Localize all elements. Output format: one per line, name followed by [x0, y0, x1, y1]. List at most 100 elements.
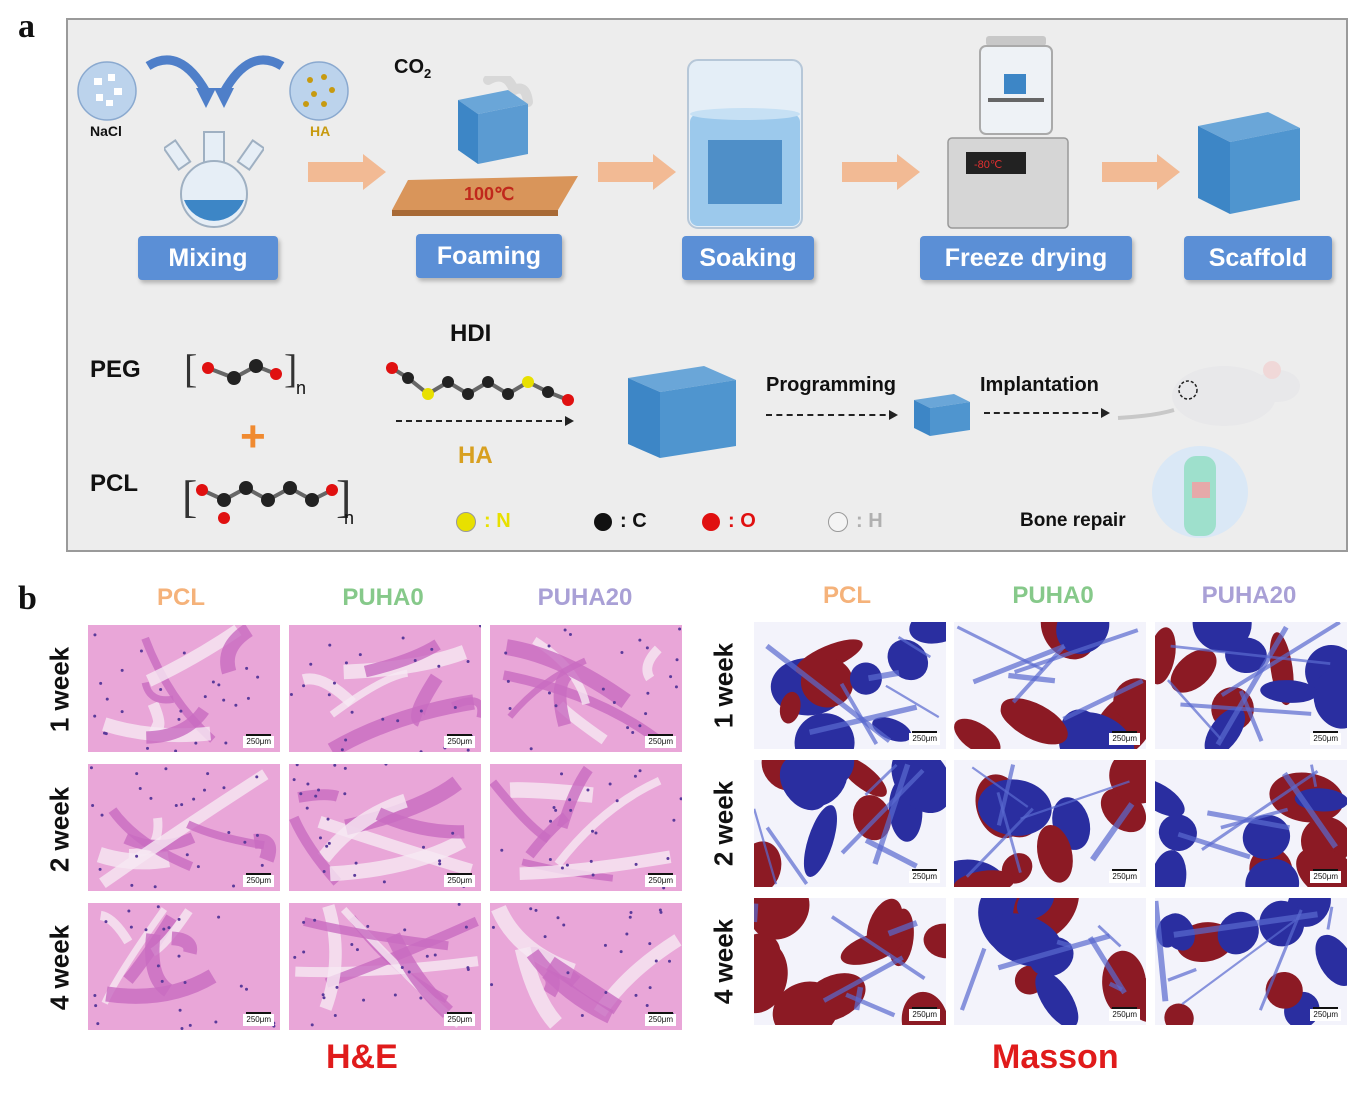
flow-arrow-1 [308, 154, 386, 190]
masson-col-head-puha20: PUHA20 [1201, 582, 1297, 609]
scale-bar: 250μm [444, 1012, 475, 1026]
ha-reagent-label: HA [310, 123, 331, 139]
plus-sign: + [240, 412, 266, 461]
svg-text:[: [ [182, 471, 197, 522]
masson-row-head-2-week: 2 week [708, 780, 739, 867]
programming-label: Programming [766, 374, 897, 396]
masson-image-puha20-4-week: 250μm [1155, 898, 1347, 1025]
hdi-label: HDI [450, 320, 492, 347]
he-image-pcl-2-week: 250μm [88, 764, 280, 891]
masson-image-pcl-1-week: 250μm [754, 622, 946, 749]
ha-particles-icon [289, 61, 349, 121]
step-label-foaming: Foaming [416, 234, 562, 278]
he-col-head-puha20: PUHA20 [537, 584, 633, 611]
he-image-puha20-1-week: 250μm [490, 625, 682, 752]
flask-icon [164, 131, 264, 228]
scale-bar: 250μm [1310, 1007, 1341, 1021]
implantation-label: Implantation [980, 374, 1099, 396]
he-stain-title: H&E [326, 1038, 398, 1076]
masson-image-puha20-2-week: 250μm [1155, 760, 1347, 887]
flow-arrow-4 [1102, 154, 1180, 190]
atom-legend: : N : C : O : H [456, 510, 926, 540]
scaffold-compressed-icon [914, 394, 970, 436]
step-label-scaffold: Scaffold [1184, 236, 1332, 280]
ha-additive-label: HA [458, 442, 493, 469]
scale-bar: 250μm [243, 1012, 274, 1026]
freeze-dryer-icon: -80℃ [947, 36, 1069, 229]
scale-bar: 250μm [444, 873, 475, 887]
hdi-reaction-arrow [396, 416, 574, 426]
legend-label-h: : H [856, 510, 883, 532]
he-image-puha0-1-week: 250μm [289, 625, 481, 752]
masson-image-pcl-2-week: 250μm [754, 760, 946, 887]
he-image-pcl-1-week: 250μm [88, 625, 280, 752]
he-image-puha0-2-week: 250μm [289, 764, 481, 891]
he-image-puha20-4-week: 250μm [490, 903, 682, 1030]
scale-bar: 250μm [645, 1012, 676, 1026]
masson-image-puha20-1-week: 250μm [1155, 622, 1347, 749]
svg-text:[: [ [184, 346, 197, 391]
pcl-label: PCL [90, 470, 138, 497]
scale-bar: 250μm [1310, 731, 1341, 745]
legend-item-o: : O [702, 510, 756, 533]
flow-arrow-2 [598, 154, 676, 190]
legend-item-n: : N [456, 510, 511, 533]
masson-row-head-4-week: 4 week [708, 918, 739, 1005]
peg-label: PEG [90, 356, 141, 383]
masson-image-puha0-1-week: 250μm [954, 622, 1146, 749]
implantation-arrow [984, 408, 1110, 418]
masson-stain-title: Masson [992, 1038, 1119, 1076]
programming-arrow [766, 410, 898, 420]
he-image-pcl-4-week: 250μm [88, 903, 280, 1030]
scale-bar: 250μm [1109, 1007, 1140, 1021]
nacl-label: NaCl [90, 123, 122, 139]
pcl-molecule-icon: [ ] [182, 471, 351, 524]
scale-bar: 250μm [645, 873, 676, 887]
scale-bar: 250μm [444, 734, 475, 748]
bone-repair-label: Bone repair [1020, 510, 1126, 531]
panel-a-letter: a [18, 8, 35, 45]
fabrication-schematic-panel: NaCl HA CO2 100℃ [66, 18, 1348, 552]
legend-item-c: : C [594, 510, 647, 533]
he-image-puha0-4-week: 250μm [289, 903, 481, 1030]
legend-swatch-h [828, 511, 848, 532]
legend-swatch-n [456, 511, 476, 532]
masson-image-puha0-4-week: 250μm [954, 898, 1146, 1025]
peg-repeat-n: n [296, 378, 307, 398]
panel-b-letter: b [18, 580, 37, 617]
he-col-head-puha0: PUHA0 [342, 584, 424, 611]
scale-bar: 250μm [1310, 869, 1341, 883]
he-row-head-2-week: 2 week [44, 786, 75, 873]
legend-label-n: : N [484, 510, 511, 532]
scale-bar: 250μm [243, 873, 274, 887]
masson-row-head-1-week: 1 week [708, 642, 739, 729]
merge-arrows-icon [145, 55, 285, 108]
masson-col-head-pcl: PCL [823, 582, 871, 609]
scale-bar: 250μm [909, 869, 940, 883]
rat-implant-icon [1117, 361, 1300, 538]
he-row-head-4-week: 4 week [44, 924, 75, 1011]
scale-bar: 250μm [909, 731, 940, 745]
scaffold-large-icon [628, 366, 736, 458]
scaffold-cube-icon [1198, 112, 1300, 214]
masson-col-head-puha0: PUHA0 [1012, 582, 1094, 609]
step-label-mixing: Mixing [138, 236, 278, 280]
scale-bar: 250μm [243, 734, 274, 748]
soaking-beaker-icon [687, 59, 803, 229]
legend-swatch-o [702, 512, 720, 531]
scale-bar: 250μm [645, 734, 676, 748]
hdi-molecule-icon [386, 362, 574, 406]
hotplate-temperature: 100℃ [464, 184, 515, 204]
nacl-particles-icon [77, 61, 137, 121]
he-row-head-1-week: 1 week [44, 646, 75, 733]
scale-bar: 250μm [1109, 731, 1140, 745]
he-col-head-pcl: PCL [157, 584, 205, 611]
svg-text:]: ] [336, 471, 351, 522]
legend-label-c: : C [620, 510, 647, 532]
he-image-puha20-2-week: 250μm [490, 764, 682, 891]
step-label-soaking: Soaking [682, 236, 814, 280]
step-label-freeze-drying: Freeze drying [920, 236, 1132, 280]
legend-item-h: : H [828, 510, 883, 533]
co2-label: CO2 [394, 56, 432, 81]
legend-swatch-c [594, 512, 612, 531]
